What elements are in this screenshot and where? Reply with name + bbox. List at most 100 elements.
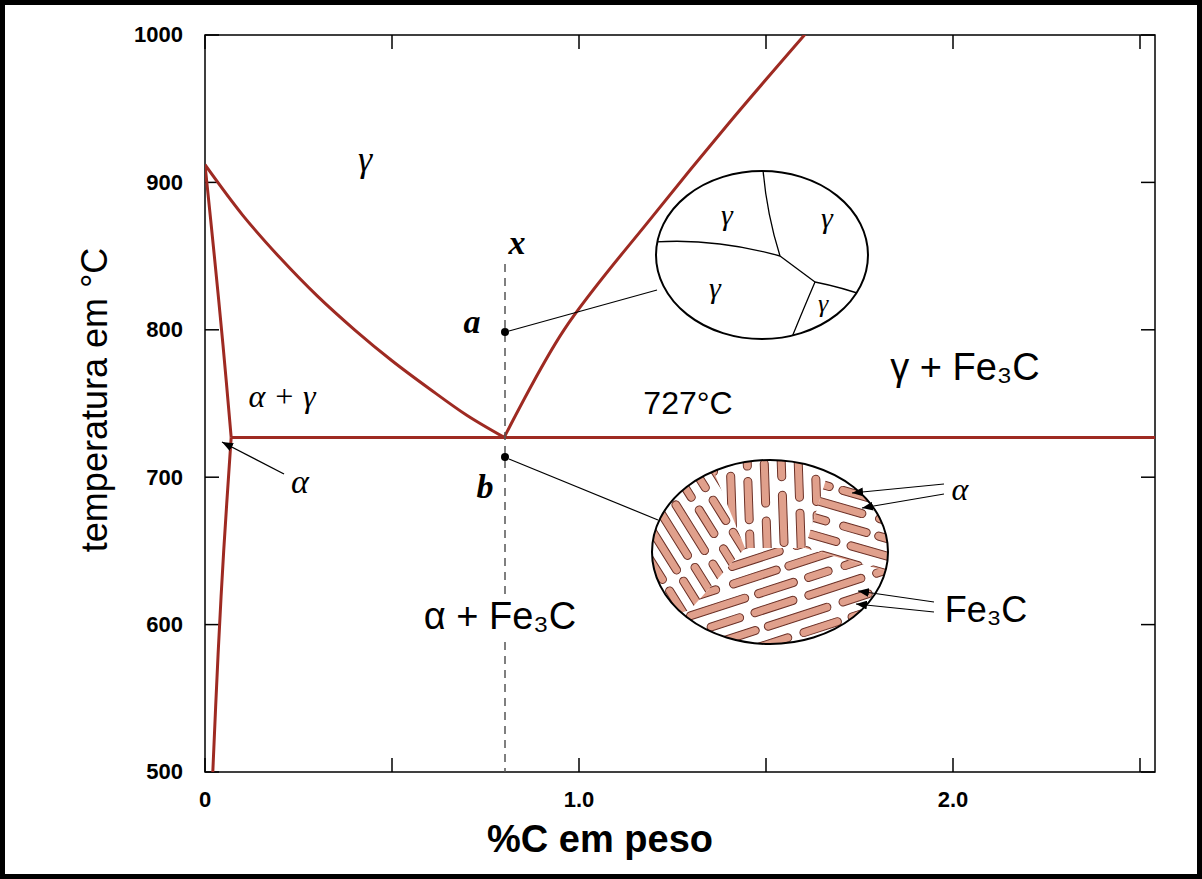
cementite-lamella bbox=[974, 705, 1010, 723]
cementite-lamella bbox=[947, 655, 1001, 679]
cementite-lamella bbox=[879, 567, 942, 594]
cementite-lamella bbox=[944, 378, 954, 447]
cementite-lamella bbox=[789, 507, 830, 526]
cementite-lamella bbox=[610, 585, 665, 610]
cementite-lamella bbox=[852, 643, 861, 676]
axis-tick-label: 600 bbox=[144, 613, 185, 636]
cementite-lamella bbox=[727, 472, 737, 538]
leader-arrow bbox=[852, 484, 944, 493]
cementite-lamella bbox=[596, 631, 605, 673]
cementite-lamella bbox=[606, 557, 639, 602]
cementite-lamella bbox=[893, 660, 939, 680]
cementite-lamella bbox=[669, 502, 700, 519]
circle-outline-svg bbox=[655, 170, 869, 340]
cementite-lamella bbox=[785, 362, 825, 419]
axis-tick bbox=[204, 35, 206, 49]
axis-tick bbox=[765, 758, 767, 772]
cementite-lamella bbox=[811, 407, 881, 437]
cementite-lamella bbox=[1026, 557, 1059, 574]
phase-label: γ bbox=[356, 141, 374, 179]
cementite-lamella bbox=[860, 386, 930, 413]
cementite-lamella bbox=[861, 425, 870, 457]
cementite-lamella bbox=[674, 491, 737, 516]
cementite-lamella bbox=[977, 455, 1030, 477]
cementite-lamella bbox=[495, 483, 538, 504]
cementite-lamella bbox=[756, 356, 785, 371]
cementite-lamella bbox=[726, 717, 762, 769]
cementite-lamella bbox=[889, 534, 933, 555]
cementite-lamella bbox=[793, 406, 816, 435]
cementite-lamella bbox=[915, 521, 925, 584]
cementite-lamella bbox=[681, 623, 691, 670]
cementite-lamella bbox=[661, 645, 704, 707]
cementite-lamella bbox=[643, 598, 678, 616]
cementite-lamella bbox=[579, 467, 644, 495]
cementite-lamella bbox=[931, 494, 941, 561]
cementite-lamella bbox=[945, 640, 976, 656]
cementite-lamella bbox=[736, 421, 779, 440]
grain-boundary bbox=[655, 241, 780, 256]
cementite-lamella bbox=[637, 639, 682, 705]
cementite-lamella bbox=[625, 684, 655, 725]
cementite-lamella bbox=[516, 490, 572, 515]
cementite-lamella bbox=[625, 488, 635, 540]
axis-tick bbox=[205, 329, 219, 331]
cementite-lamella bbox=[858, 420, 920, 445]
cementite-lamella bbox=[838, 468, 871, 485]
cementite-lamella bbox=[587, 375, 597, 444]
cementite-lamella bbox=[897, 489, 906, 519]
cementite-lamella bbox=[589, 689, 611, 717]
cementite-lamella bbox=[777, 669, 817, 726]
cementite-lamella bbox=[602, 324, 612, 381]
cementite-lamella bbox=[810, 429, 819, 467]
axis-tick bbox=[1139, 758, 1141, 772]
cementite-lamella bbox=[577, 606, 612, 655]
cementite-lamella bbox=[700, 673, 709, 712]
cementite-lamella bbox=[918, 538, 972, 562]
cementite-lamella bbox=[610, 723, 640, 764]
cementite-lamella bbox=[612, 614, 621, 654]
cementite-lamella bbox=[683, 681, 693, 745]
cementite-lamella bbox=[903, 687, 957, 711]
cementite-lamella bbox=[791, 521, 862, 551]
cementite-lamella bbox=[569, 433, 608, 489]
microstructure-circle: γγγγ bbox=[655, 170, 869, 340]
cementite-lamella bbox=[871, 667, 906, 685]
cementite-lamella bbox=[645, 536, 714, 563]
axis-tick bbox=[952, 758, 954, 772]
outer-frame bbox=[3, 3, 1200, 877]
cementite-lamella bbox=[756, 410, 818, 437]
cementite-lamella bbox=[843, 383, 853, 428]
cementite-lamella bbox=[873, 285, 883, 342]
cementite-lamella bbox=[981, 721, 1013, 737]
cementite-lamella bbox=[590, 450, 600, 503]
cementite-lamella bbox=[774, 751, 815, 771]
axis-tick-label: 1000 bbox=[132, 23, 185, 46]
cementite-lamella bbox=[689, 354, 727, 372]
cementite-lamella bbox=[890, 277, 900, 344]
cementite-lamella bbox=[857, 308, 867, 358]
cementite-lamella bbox=[788, 365, 855, 391]
cementite-lamella bbox=[706, 613, 745, 632]
cementite-lamella bbox=[700, 777, 734, 795]
cementite-lamella bbox=[585, 322, 594, 365]
cementite-lamella bbox=[876, 539, 915, 595]
solvus-line bbox=[212, 437, 231, 772]
cementite-lamella bbox=[652, 297, 662, 353]
cementite-lamella bbox=[624, 566, 680, 589]
cementite-lamella bbox=[834, 325, 869, 342]
cementite-lamella bbox=[650, 467, 714, 493]
cementite-lamella bbox=[571, 405, 606, 455]
cementite-lamella bbox=[848, 453, 887, 471]
cementite-lamella bbox=[1034, 400, 1095, 425]
cementite-lamella bbox=[756, 345, 765, 380]
cementite-lamella bbox=[878, 418, 888, 480]
cementite-lamella bbox=[695, 550, 705, 600]
cementite-lamella bbox=[728, 472, 800, 500]
cementite-lamella bbox=[949, 522, 958, 554]
grain-label: γ bbox=[721, 199, 733, 231]
cementite-lamella bbox=[729, 742, 787, 768]
cementite-lamella bbox=[693, 487, 703, 543]
cementite-lamella bbox=[746, 684, 773, 721]
phase-label: γ + Fe₃C bbox=[888, 348, 1042, 388]
